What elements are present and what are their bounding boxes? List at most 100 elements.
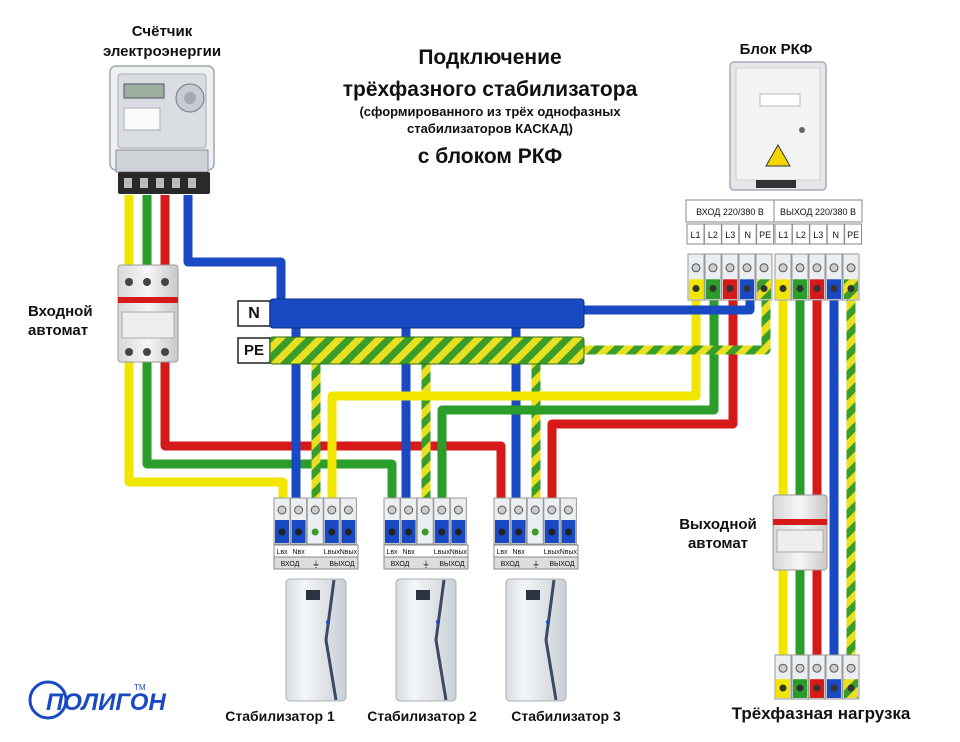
rkf-terminal xyxy=(791,253,809,301)
rkf-input-terminal-label: L3 xyxy=(725,230,735,240)
diagram-title-line-1: Подключение xyxy=(418,46,562,69)
meter-label-line-1: Счётчик xyxy=(131,23,193,40)
wire-meter-n xyxy=(183,195,286,305)
rkf-input-terminal-label: L2 xyxy=(708,230,718,240)
stabilizer-terminal-label: Nвх xyxy=(512,549,525,556)
rkf-input-terminal-label: L1 xyxy=(690,230,700,240)
electricity-meter xyxy=(109,65,215,194)
stabilizer-terminal-label: Lвых xyxy=(434,549,451,556)
load-label: Трёхфазная нагрузка xyxy=(731,704,911,723)
stabilizer-1-label: Стабилизатор 1 xyxy=(225,708,335,724)
rkf-terminal xyxy=(704,253,722,301)
stabilizer-terminal-label: Lвых xyxy=(324,549,341,556)
stabilizer-terminal-label: Lвх xyxy=(386,549,398,556)
stabilizer-input-caption: ВХОД xyxy=(391,561,410,568)
rkf-input-terminal-label: N xyxy=(744,230,751,240)
input-breaker xyxy=(117,264,179,363)
pe-bus-label: PE xyxy=(243,342,264,359)
stabilizer-2-label: Стабилизатор 2 xyxy=(367,708,477,724)
rkf-output-cell xyxy=(844,223,863,245)
n-bus xyxy=(237,298,585,329)
wire-pe-to-rkf xyxy=(584,300,771,355)
stabilizer-terminal xyxy=(526,497,544,545)
rkf-output-terminal-label: PE xyxy=(847,230,859,240)
input-breaker-label-line-1: Входной xyxy=(28,303,93,320)
load-terminal xyxy=(842,654,860,700)
n-bus-label: N xyxy=(248,305,260,322)
stabilizer-terminal xyxy=(543,497,561,545)
wire-stab3-out xyxy=(547,300,738,502)
wire-l1-to-stab1 xyxy=(124,362,288,502)
stabilizer-output-caption: ВЫХОД xyxy=(439,561,465,568)
stabilizer-terminal xyxy=(433,497,451,545)
input-breaker-label-line-2: автомат xyxy=(28,322,89,339)
rkf-terminal-header: ВХОД 220/380 В ВЫХОД 220/380 В L1 L2 L3 N PE… xyxy=(685,199,863,245)
stabilizer-terminal xyxy=(306,497,324,545)
ground-symbol: ⏚ xyxy=(422,560,430,569)
stabilizer-output-caption: ВЫХОД xyxy=(549,561,575,568)
stabilizer-terminal-label: Nвх xyxy=(402,549,415,556)
rkf-terminal-block xyxy=(687,253,860,301)
wire-stab2-out xyxy=(437,300,719,502)
stabilizer-terminal xyxy=(383,497,401,545)
stabilizer-terminal-label: Nвх xyxy=(292,549,305,556)
rkf-cabinet xyxy=(729,61,827,191)
rkf-output-terminal-label: L2 xyxy=(796,230,806,240)
rkf-terminal xyxy=(842,253,860,301)
stabilizer-terminal-label: Nвых xyxy=(340,549,358,556)
rkf-terminal xyxy=(774,253,792,301)
wire-l2-to-stab2 xyxy=(142,362,397,502)
diagram-title-last: с блоком РКФ xyxy=(417,145,563,168)
rkf-output-terminal-label: N xyxy=(832,230,839,240)
rkf-output-terminal-label: L3 xyxy=(813,230,823,240)
stabilizer-terminal xyxy=(493,497,511,545)
stabilizer-terminal-label: Lвых xyxy=(544,549,561,556)
rkf-terminal xyxy=(825,253,843,301)
rkf-label: Блок РКФ xyxy=(739,41,813,58)
polygon-logo: ПОЛИГОН TM xyxy=(28,680,166,720)
stabilizer-input-caption: ВХОД xyxy=(281,561,300,568)
ground-symbol: ⏚ xyxy=(312,560,320,569)
stabilizer-terminal-label: Nвых xyxy=(560,549,578,556)
load-terminal xyxy=(825,654,843,700)
logo-text: ПОЛИГОН xyxy=(46,689,166,716)
stabilizer-3-label: Стабилизатор 3 xyxy=(511,708,621,724)
rkf-terminal xyxy=(721,253,739,301)
stabilizer-terminal xyxy=(273,497,291,545)
output-breaker-label-line-2: автомат xyxy=(687,535,749,552)
diagram-subtitle-line-1: (сформированного из трёх однофазных xyxy=(359,104,621,119)
stabilizer-terminal-label: Lвх xyxy=(496,549,508,556)
rkf-input-header: ВХОД 220/380 В xyxy=(696,207,764,217)
ground-symbol: ⏚ xyxy=(532,560,540,569)
stabilizer-input-caption: ВХОД xyxy=(501,561,520,568)
rkf-input-cell xyxy=(756,223,775,245)
stabilizer-terminal xyxy=(339,497,357,545)
rkf-input-terminal-label: PE xyxy=(759,230,771,240)
diagram-subtitle-line-2: стабилизаторов КАСКАД) xyxy=(406,121,574,136)
stabilizer-terminal xyxy=(416,497,434,545)
stabilizer-terminal xyxy=(400,497,418,545)
stabilizer-terminal xyxy=(449,497,467,545)
rkf-terminal xyxy=(808,253,826,301)
stabilizer-terminal xyxy=(510,497,528,545)
rkf-terminal xyxy=(738,253,756,301)
stabilizer-terminal xyxy=(559,497,577,545)
logo-tm: TM xyxy=(134,683,146,692)
stabilizer-terminal xyxy=(323,497,341,545)
wires xyxy=(124,195,856,660)
rkf-output-header: ВЫХОД 220/380 В xyxy=(780,207,856,217)
pe-bus xyxy=(237,336,585,365)
rkf-terminal xyxy=(755,253,773,301)
load-terminal-block xyxy=(774,654,860,700)
rkf-terminal xyxy=(687,253,705,301)
diagram-title-line-2: трёхфазного стабилизатора xyxy=(342,78,638,101)
wire-n-to-rkf xyxy=(584,300,755,315)
rkf-output-terminal-label: L1 xyxy=(778,230,788,240)
stabilizer-terminal-label: Nвых xyxy=(450,549,468,556)
